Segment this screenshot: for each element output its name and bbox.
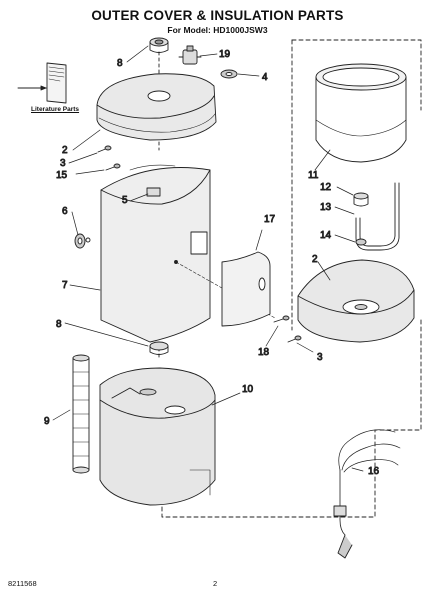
clip-5 [146, 187, 161, 197]
callout-label: 10 [242, 384, 254, 395]
side-grommet [74, 233, 86, 249]
filter-cylinder [72, 354, 90, 474]
bottom-pan [297, 259, 415, 343]
callout-label: 8 [56, 319, 62, 330]
callout-label: 2 [62, 145, 68, 156]
callout-label: 11 [308, 170, 319, 181]
callout-label: 17 [264, 214, 276, 225]
footer-page-number: 2 [213, 579, 218, 588]
model-subtitle: For Model: HD1000JSW3 [167, 25, 268, 35]
callout-label: 4 [262, 72, 268, 83]
screw-18 [273, 315, 290, 323]
callout-label: 13 [320, 202, 332, 213]
callout-label: 19 [219, 49, 231, 60]
nut-14 [355, 238, 367, 246]
literature-parts-booklet [17, 62, 67, 104]
wire-harness [333, 429, 401, 559]
insulation-ring [315, 63, 407, 163]
washer [220, 69, 238, 79]
bracket [221, 251, 271, 327]
top-cover [96, 73, 217, 141]
footer-code: 8211568 [8, 579, 37, 588]
page-title: OUTER COVER & INSULATION PARTS [91, 8, 344, 23]
callout-label: 6 [62, 206, 68, 217]
callout-label: 16 [368, 466, 380, 477]
callout-label: 8 [117, 58, 123, 69]
callout-label: 2 [312, 254, 318, 265]
callout-label: 7 [62, 280, 68, 291]
callout-label: 18 [258, 347, 270, 358]
grommet-lower [149, 341, 169, 355]
leader-lines [52, 45, 364, 472]
callout-label: 5 [122, 195, 128, 206]
insulation-base [99, 367, 216, 506]
callout-label: 12 [320, 182, 332, 193]
screw-3 [97, 145, 112, 153]
literature-parts-label: Literature Parts [31, 106, 80, 113]
screw-15 [105, 163, 121, 171]
assembly-dashed-outline [161, 39, 422, 518]
valve-fitting [178, 45, 202, 65]
callout-label: 3 [317, 352, 323, 363]
callout-label: 3 [60, 158, 66, 169]
callout-label: 14 [320, 230, 332, 241]
callout-label: 15 [56, 170, 68, 181]
callout-label: 9 [44, 416, 50, 427]
grommet-top [149, 37, 169, 53]
screw-3-right [287, 335, 302, 343]
cap [353, 192, 369, 207]
